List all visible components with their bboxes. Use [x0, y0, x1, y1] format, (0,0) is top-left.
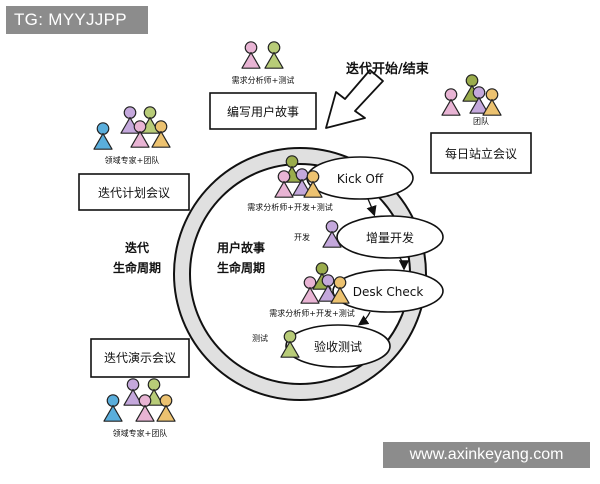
stage-test-label: 验收测试: [314, 339, 362, 354]
group-write-stories-label: 需求分析师+测试: [232, 75, 295, 85]
stage-kickoff-label: Kick Off: [337, 172, 384, 186]
box-planning-label: 迭代计划会议: [98, 186, 170, 200]
box-write-stories-label: 编写用户故事: [227, 104, 299, 119]
iteration-lifecycle-label-1: 迭代: [125, 240, 149, 255]
iteration-start-arrow-icon: [325, 69, 384, 129]
group-deskcheck-label: 需求分析师+开发+测试: [269, 308, 354, 318]
flow-arrow-1: [366, 198, 377, 217]
stage-dev-label: 增量开发: [366, 230, 414, 245]
stage-test: [285, 324, 391, 368]
iteration-start-end-label: 迭代开始/结束: [346, 61, 430, 77]
stage-dev: [336, 215, 444, 259]
group-kickoff-label: 需求分析师+开发+测试: [247, 202, 332, 212]
stage-deskcheck: [332, 269, 444, 313]
watermark-bottom-right: www.axinkeyang.com: [383, 442, 590, 468]
people-planning-icon: [93, 106, 171, 150]
box-planning: [78, 173, 190, 211]
watermark-top-left: TG: MYYJJPP: [6, 6, 148, 34]
box-daily-standup-label: 每日站立会议: [445, 146, 517, 161]
story-lifecycle-label-1: 用户故事: [216, 240, 265, 255]
box-demo: [90, 338, 190, 378]
group-standup-label: 团队: [473, 116, 489, 126]
people-write-stories-icon: [241, 41, 284, 69]
group-dev-label: 开发: [294, 232, 310, 242]
box-daily-standup: [430, 132, 532, 174]
flow-arrow-2: [398, 257, 410, 271]
stage-deskcheck-label: Desk Check: [353, 285, 424, 299]
group-demo-label: 领域专家+团队: [113, 428, 168, 438]
group-test-label: 测试: [252, 333, 268, 343]
people-standup-icon: [441, 74, 502, 116]
group-planning-label: 领域专家+团队: [105, 155, 160, 165]
people-demo-icon: [103, 378, 176, 422]
story-lifecycle-label-2: 生命周期: [217, 260, 265, 275]
iteration-lifecycle-label-2: 生命周期: [113, 260, 161, 275]
box-demo-label: 迭代演示会议: [104, 350, 176, 365]
flow-arrow-3: [357, 311, 371, 326]
box-write-stories: [209, 92, 317, 130]
